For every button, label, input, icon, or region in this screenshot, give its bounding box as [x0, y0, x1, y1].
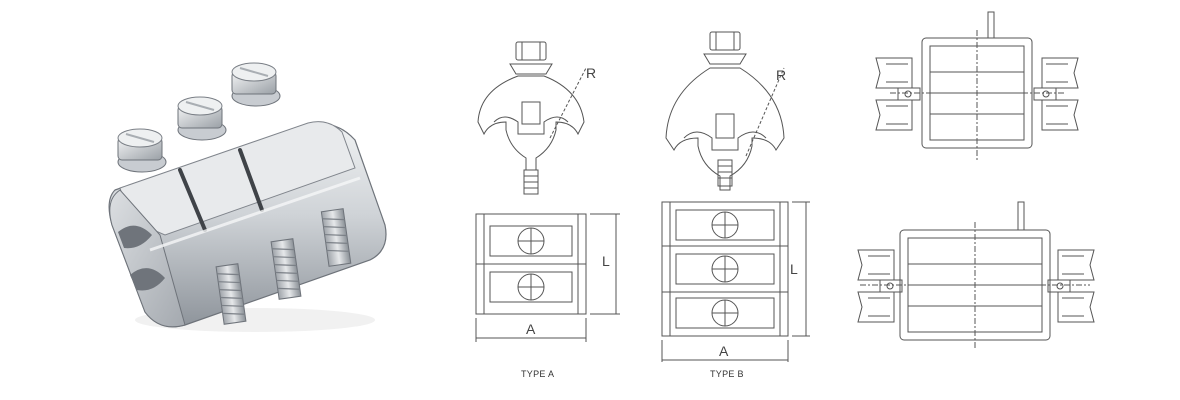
- type-b-side-view: R: [665, 31, 786, 191]
- type-a-side-view: R: [477, 41, 596, 195]
- connector-photo: [90, 50, 420, 350]
- top-views: [850, 10, 1100, 350]
- type-b-caption: TYPE B: [710, 369, 744, 379]
- threaded-bolt-2: [270, 238, 302, 300]
- connector-photo-illustration: [108, 62, 387, 332]
- clamp-body: [108, 121, 387, 328]
- type-b-width-label: A: [719, 343, 729, 359]
- type-a-top-view: [875, 11, 1079, 160]
- threaded-bolt-1: [215, 263, 247, 325]
- type-b-plan-view: L A: [661, 201, 810, 362]
- type-b-top-view: [857, 201, 1095, 348]
- top-bolt-2: [177, 96, 227, 141]
- type-a-plan-view: L A: [475, 213, 620, 342]
- top-bolt-1: [117, 128, 167, 173]
- type-a-length-label: L: [602, 253, 610, 269]
- type-a-width-label: A: [526, 321, 536, 337]
- type-a-caption: TYPE A: [521, 369, 555, 379]
- type-a-drawing: R L A: [460, 30, 640, 350]
- top-bolt-3: [231, 62, 281, 107]
- type-b-radius-label: R: [776, 67, 786, 83]
- type-a-radius-label: R: [586, 65, 596, 81]
- type-b-length-label: L: [790, 261, 798, 277]
- threaded-bolt-3: [320, 208, 352, 267]
- type-b-drawing: R L A: [650, 10, 840, 370]
